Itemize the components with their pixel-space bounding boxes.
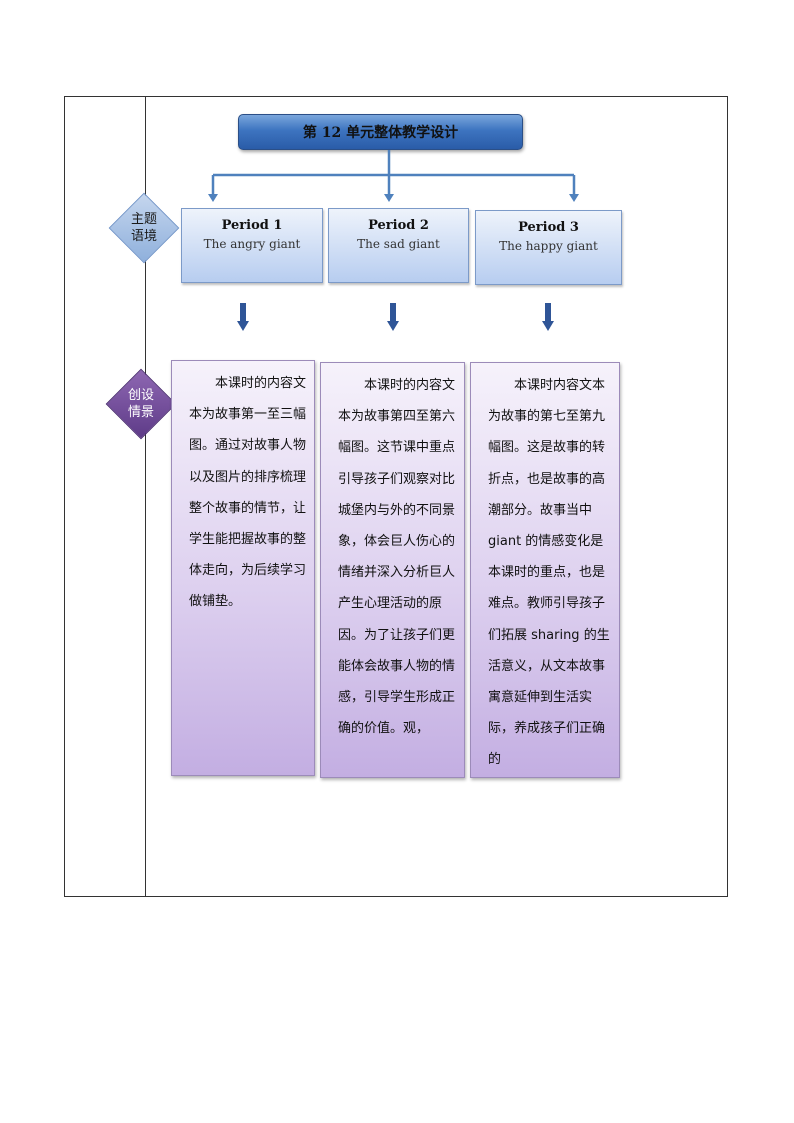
content-text: 本课时的内容文本为故事第四至第六幅图。这节课中重点引导孩子们观察对比城堡内与外的… [338,378,456,737]
down-arrow-icon [387,303,399,331]
down-arrow-icon [237,303,249,331]
theme-context-text: 主题 语境 [130,212,157,244]
period-box-1: Period 1 The angry giant [181,208,323,283]
content-box-2: 本课时的内容文本为故事第四至第六幅图。这节课中重点引导孩子们观察对比城堡内与外的… [320,362,465,778]
period-box-2: Period 2 The sad giant [328,208,469,283]
period-title: Period 2 [368,218,429,233]
down-arrow-icon [542,303,554,331]
branch-connector [208,150,579,202]
column-divider [145,96,146,897]
content-text: 本课时的内容文本为故事第一至三幅图。通过对故事人物以及图片的排序梳理整个故事的情… [189,376,307,610]
period-subtitle: The angry giant [203,237,301,251]
content-text: 本课时内容文本为故事的第七至第九幅图。这是故事的转折点，也是故事的高潮部分。故事… [488,378,610,768]
content-box-3: 本课时内容文本为故事的第七至第九幅图。这是故事的转折点，也是故事的高潮部分。故事… [470,362,620,778]
period-title: Period 1 [221,218,283,233]
theme-context-label: 主题 语境 [108,192,180,264]
content-box-1: 本课时的内容文本为故事第一至三幅图。通过对故事人物以及图片的排序梳理整个故事的情… [171,360,315,776]
scenario-label: 创设 情景 [105,368,177,440]
period-subtitle: The happy giant [499,239,598,253]
diagram-title: 第 12 单元整体教学设计 [238,114,523,150]
period-title: Period 3 [518,220,579,235]
period-subtitle: The sad giant [357,237,440,251]
page-frame [64,96,728,897]
scenario-text: 创设 情景 [127,388,154,420]
period-box-3: Period 3 The happy giant [475,210,622,285]
